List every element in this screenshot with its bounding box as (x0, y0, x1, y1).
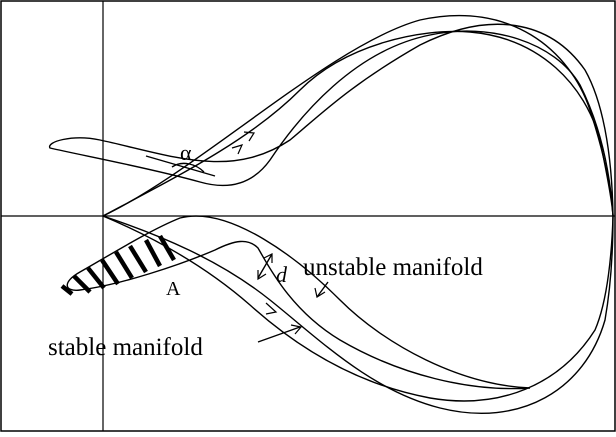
alpha-angle-arc (171, 162, 205, 173)
unstable-pointer-arrow (314, 287, 326, 298)
upper-unstable-branch (102, 30, 614, 217)
alpha-label: α (180, 140, 192, 165)
distance-d-line (257, 253, 273, 279)
lower-inner-branch (102, 215, 614, 402)
unstable-manifold-label: unstable manifold (303, 254, 483, 281)
stable-pointer-line (257, 326, 301, 343)
upper-arrow-2 (231, 144, 244, 155)
stable-pointer-arrow (290, 324, 303, 335)
hatched-region-a (60, 234, 176, 296)
region-a-label: A (166, 278, 181, 300)
unstable-pointer-line (316, 281, 329, 298)
distance-d-arrow-bottom (257, 270, 267, 281)
distance-d-arrow-top (263, 253, 273, 263)
lower-tongue-branch (66, 215, 531, 390)
stable-manifold-label: stable manifold (48, 334, 203, 361)
alpha-tangent-line (145, 155, 216, 177)
lower-outer-branch (102, 215, 614, 415)
d-label: d (276, 262, 288, 287)
upper-stable-branch (102, 14, 614, 217)
lower-arrow (265, 302, 278, 315)
upper-middle-branch (49, 23, 614, 217)
upper-arrow-1 (243, 131, 256, 142)
